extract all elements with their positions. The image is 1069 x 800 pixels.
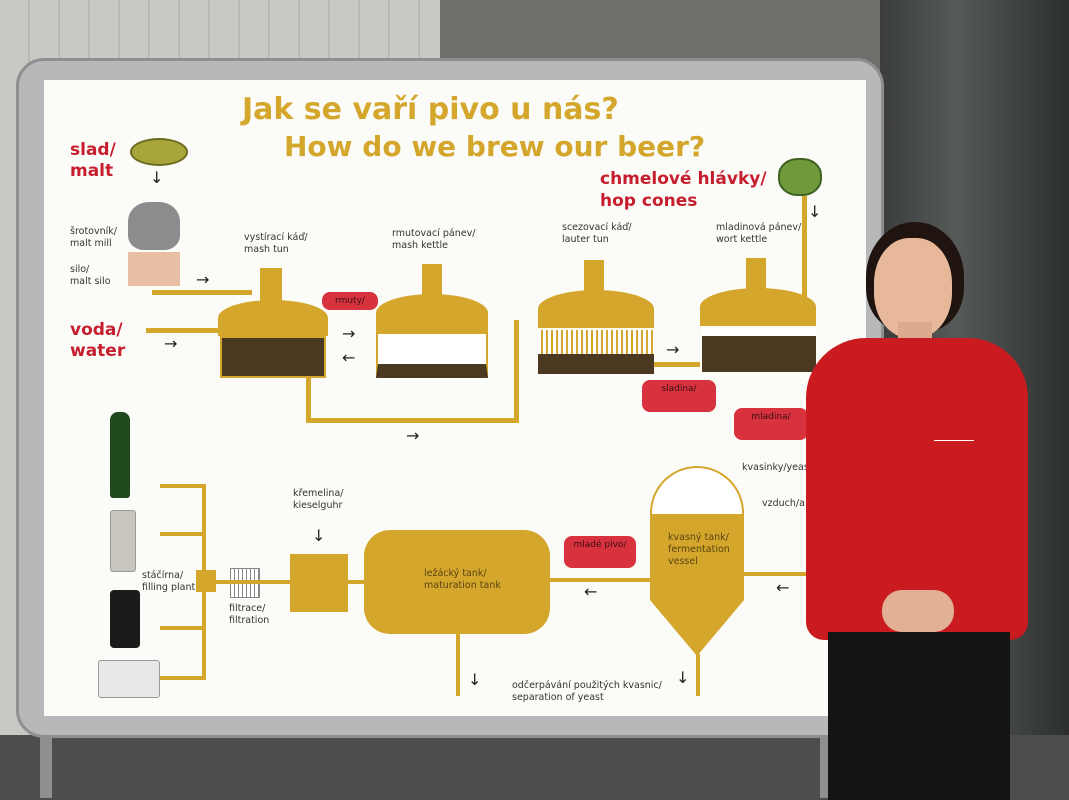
kieselguhr-filter-box — [290, 554, 348, 612]
label-mash-kettle: rmutovací pánev/ mash kettle — [392, 228, 476, 251]
label-filtration: filtrace/ filtration — [229, 603, 270, 626]
mash-kettle-body — [376, 332, 488, 378]
maturation-tank — [364, 530, 550, 634]
wort-kettle-neck — [746, 258, 766, 290]
sign-leg-left — [40, 728, 52, 798]
mash-tun-neck — [260, 268, 282, 302]
pipe-to-bottle — [160, 484, 204, 488]
person-pants — [828, 632, 1010, 800]
pipe-silo-to-tun — [152, 290, 252, 295]
arrow-right-icon: → — [666, 340, 680, 359]
label-water: voda/ water — [70, 320, 126, 361]
label-hop-cones: chmelové hlávky/ hop cones — [600, 169, 767, 211]
label-malt: slad/ malt — [70, 140, 116, 181]
arrow-down-icon: ↓ — [468, 670, 482, 689]
lauter-tun-neck — [584, 260, 604, 292]
arrow-down-icon: ↓ — [676, 668, 690, 687]
label-malt-silo: silo/ malt silo — [70, 264, 111, 287]
wort-kettle-dome — [700, 288, 816, 326]
pill-mash: rmuty/ — [322, 292, 378, 310]
mash-tun-body — [220, 336, 326, 378]
pipe-filter-to-filling — [216, 580, 290, 584]
pipe-maturation-to-filter — [348, 580, 366, 584]
mash-kettle-dome — [376, 294, 488, 332]
malt-mill-icon — [128, 202, 180, 250]
pipe-maturation-drain — [456, 632, 460, 696]
pipe-filling-manifold — [202, 484, 206, 680]
pipe-hops-to-kettle — [802, 196, 807, 306]
pipe-water-inlet — [146, 328, 220, 333]
beer-bottle-icon — [110, 412, 130, 498]
jacket-logo — [934, 428, 974, 441]
arrow-down-icon: ↓ — [312, 526, 326, 545]
person-red-jacket — [806, 338, 1028, 640]
label-maturation-tank: ležácký tank/ maturation tank — [424, 568, 501, 591]
title-english: How do we brew our beer? — [284, 130, 706, 163]
pipe-lauter-to-kettle — [654, 362, 700, 367]
arrow-down-icon: ↓ — [808, 202, 822, 221]
lauter-tun-body — [538, 330, 654, 374]
title-czech: Jak se vaří pivo u nás? — [242, 92, 619, 127]
mash-tun-dome — [218, 300, 328, 336]
label-air: vzduch/a — [762, 498, 805, 509]
pipe-to-truck — [160, 676, 204, 680]
label-yeast-separation: odčerpávání použitých kvasnic/ separatio… — [512, 680, 662, 703]
arrow-right-icon: → — [196, 270, 210, 289]
pipe-fermentation-drain — [696, 654, 700, 696]
arrow-left-icon: ← — [584, 582, 598, 601]
label-filling-plant: stáčírna/ filling plant — [142, 570, 196, 593]
pipe-wort-inlet — [744, 572, 828, 576]
lauter-tun-dome — [538, 290, 654, 328]
pill-wort: mladina/ — [734, 408, 808, 440]
hop-cone-icon — [778, 158, 822, 196]
arrow-right-icon: → — [342, 324, 356, 343]
wort-kettle-body — [702, 328, 816, 372]
malt-grain-icon — [130, 138, 188, 166]
beer-can-icon — [110, 510, 136, 572]
pipe-to-can — [160, 532, 204, 536]
pipe-fermentation-to-maturation — [548, 578, 652, 582]
person-face — [874, 238, 952, 338]
label-lauter-tun: scezovací káď/ lauter tun — [562, 222, 632, 245]
arrow-left-icon: ← — [776, 578, 790, 597]
arrow-right-icon: → — [406, 426, 420, 445]
label-yeast: kvasinky/yeas — [742, 462, 809, 473]
label-wort-kettle: mladinová pánev/ wort kettle — [716, 222, 802, 245]
person-hands — [882, 590, 954, 632]
label-kieselguhr: křemelina/ kieselguhr — [293, 488, 344, 511]
pipe-to-lauter — [514, 320, 519, 423]
mash-kettle-neck — [422, 264, 442, 296]
label-mash-tun: vystírací káď/ mash tun — [244, 232, 308, 255]
arrow-right-icon: → — [164, 334, 178, 353]
fermentation-vessel-body — [650, 514, 744, 600]
malt-silo-icon — [128, 252, 180, 286]
pill-sweet-wort: sladina/ — [642, 380, 716, 412]
arrow-left-icon: ← — [342, 348, 356, 367]
pipe-to-keg — [160, 626, 204, 630]
label-fermentation-vessel: kvasný tank/ fermentation vessel — [668, 532, 730, 567]
filling-plant-junction — [196, 570, 216, 592]
label-malt-mill: šrotovník/ malt mill — [70, 226, 117, 249]
pipe-tun-down — [306, 370, 311, 422]
beer-keg-icon — [110, 590, 140, 648]
arrow-down-icon: ↓ — [150, 168, 164, 187]
pipe-bottom-run — [306, 418, 518, 423]
pill-young-beer: mladé pivo/ — [564, 536, 636, 568]
delivery-truck-icon — [98, 660, 160, 698]
fermentation-vessel-cone — [650, 600, 744, 656]
